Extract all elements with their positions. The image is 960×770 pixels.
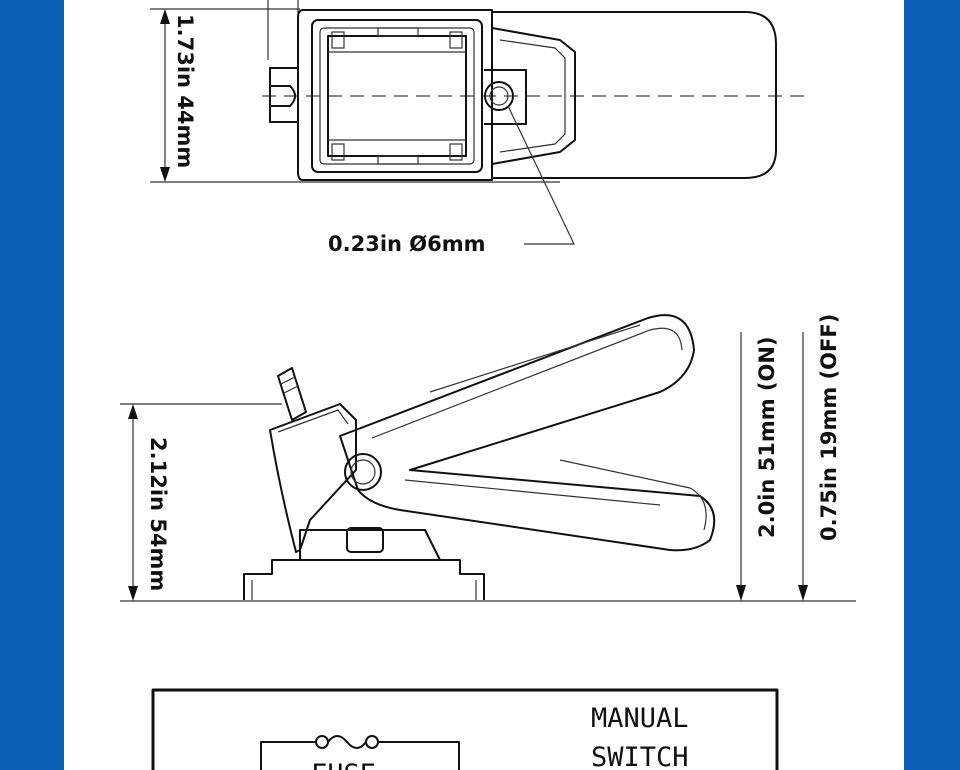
- left-blue-border: [0, 0, 64, 770]
- base-stud: [346, 527, 384, 553]
- on-dimension-label: 2.0in 51mm (ON): [755, 336, 779, 538]
- side-view: 2.12in 54mm 2.0in 51mm (ON) 0.75in 19mm …: [120, 314, 856, 602]
- off-dimension-label: 0.75in 19mm (OFF): [817, 314, 841, 541]
- top-view: 1.73in 44mm 0.23in Ø6mm: [150, 0, 810, 256]
- drawing-sheet: [64, 0, 904, 770]
- side-float-arm: [339, 314, 716, 552]
- wiring-diagram: MANUAL SWITCH FUSE: [151, 688, 779, 770]
- nozzle: [277, 367, 307, 421]
- left-mounting-tab: [269, 67, 298, 123]
- switch-label: SWITCH: [591, 742, 689, 770]
- mounting-slot: [270, 85, 296, 107]
- height-dimension-label: 2.12in 54mm: [146, 437, 170, 591]
- base-housing-outline: [297, 9, 493, 181]
- wire-left: [260, 741, 316, 770]
- wiring-frame: [151, 688, 779, 770]
- pivot-pin: [344, 453, 382, 491]
- float-arm-hinge: [491, 27, 576, 165]
- right-mounting-boss: [484, 69, 527, 125]
- pivot-housing: [269, 403, 357, 553]
- wire-right: [378, 741, 460, 770]
- float-arm-outline: [492, 11, 777, 179]
- fuse-symbol: [327, 735, 367, 749]
- right-blue-border: [904, 0, 960, 770]
- mounting-hole: [484, 81, 514, 111]
- hole-leader-line: [507, 105, 575, 245]
- base-housing-inner: [311, 19, 483, 173]
- fuse-label: FUSE: [311, 759, 376, 770]
- base-foot: [243, 559, 485, 600]
- manual-label: MANUAL: [591, 703, 689, 734]
- hole-dimension-label: 0.23in Ø6mm: [328, 232, 486, 256]
- width-dimension-label: 1.73in 44mm: [173, 14, 197, 168]
